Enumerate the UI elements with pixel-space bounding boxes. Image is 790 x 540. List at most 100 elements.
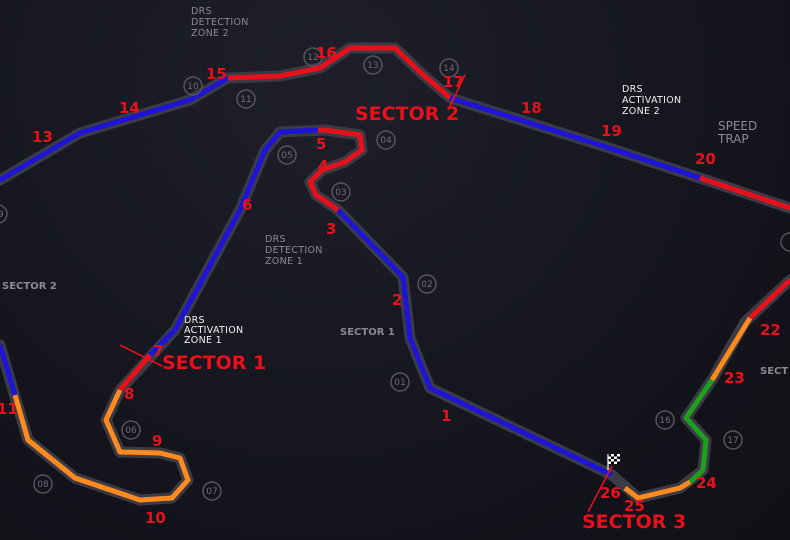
seg-t11-left xyxy=(0,344,18,396)
svg-text:14: 14 xyxy=(443,64,455,74)
track-main xyxy=(0,124,618,506)
turn-23: 23 xyxy=(724,369,745,387)
marker: 16 xyxy=(655,410,675,430)
sector-2-small-label: SECTOR 2 xyxy=(2,281,57,292)
turn-2: 2 xyxy=(392,291,402,309)
sector-1-label: SECTOR 1 xyxy=(162,352,266,374)
drs-activation-zone-2: DRS ACTIVATION ZONE 2 xyxy=(622,84,681,117)
marker: 13 xyxy=(363,55,383,75)
seg-t22-t23 xyxy=(709,316,753,382)
svg-text:ZONE 2: ZONE 2 xyxy=(622,106,660,117)
turn-13: 13 xyxy=(32,128,53,146)
seg-t1-t2 xyxy=(336,208,614,478)
marker: 05 xyxy=(277,145,297,165)
turn-19: 19 xyxy=(601,122,622,140)
seg-t22 xyxy=(748,278,790,320)
svg-text:02: 02 xyxy=(421,280,432,290)
svg-text:11: 11 xyxy=(240,95,251,105)
svg-text:DRS: DRS xyxy=(184,315,205,326)
turn-20: 20 xyxy=(695,150,716,168)
svg-text:16: 16 xyxy=(659,416,671,426)
svg-text:12: 12 xyxy=(307,53,318,63)
marker: 09 xyxy=(0,204,8,224)
svg-text:01: 01 xyxy=(394,378,405,388)
seg-t3-t5 xyxy=(307,127,365,213)
marker: 10 xyxy=(183,76,203,96)
svg-text:13: 13 xyxy=(367,61,378,71)
marker: 01 xyxy=(390,372,410,392)
sector-2-label: SECTOR 2 xyxy=(355,103,459,125)
turn-6: 6 xyxy=(242,196,252,214)
svg-text:TRAP: TRAP xyxy=(717,132,749,146)
sector-3-label: SECTOR 3 xyxy=(582,511,686,533)
svg-text:SPEED: SPEED xyxy=(718,119,757,133)
sector-1-small-label: SECTOR 1 xyxy=(340,327,395,338)
marker: 03 xyxy=(331,182,351,202)
turn-3: 3 xyxy=(326,220,336,238)
svg-text:09: 09 xyxy=(0,210,4,220)
svg-text:08: 08 xyxy=(37,480,49,490)
turn-numbers: 1 2 3 4 5 6 7 8 9 10 11 13 14 15 16 17 1… xyxy=(0,44,781,527)
svg-text:04: 04 xyxy=(380,136,392,146)
seg-t20-right xyxy=(699,175,790,211)
marker: 06 xyxy=(121,420,141,440)
turn-9: 9 xyxy=(152,432,162,450)
turn-10: 10 xyxy=(145,509,166,527)
marker: 12 xyxy=(303,47,323,67)
turn-24: 24 xyxy=(696,474,717,492)
seg-t15-t17 xyxy=(227,45,452,100)
marker: 02 xyxy=(417,274,437,294)
svg-text:DETECTION: DETECTION xyxy=(191,17,249,28)
seg-t23-t24 xyxy=(683,378,715,484)
svg-text:DETECTION: DETECTION xyxy=(265,245,323,256)
turn-5: 5 xyxy=(316,135,326,153)
svg-text:DRS: DRS xyxy=(622,84,643,95)
svg-text:07: 07 xyxy=(206,487,217,497)
track-markers: 01 02 03 04 05 06 07 08 09 10 11 12 13 1… xyxy=(0,47,790,501)
svg-text:06: 06 xyxy=(125,426,137,436)
turn-25: 25 xyxy=(624,497,645,515)
turn-26: 26 xyxy=(600,484,621,502)
svg-text:ACTIVATION: ACTIVATION xyxy=(184,325,243,336)
turn-17: 17 xyxy=(443,73,464,91)
turn-18: 18 xyxy=(521,99,542,117)
seg-t24-t26 xyxy=(623,479,692,501)
seg-t7-t8 xyxy=(118,353,152,392)
speed-segments xyxy=(0,45,790,503)
turn-22: 22 xyxy=(760,321,781,339)
seg-t5-t7 xyxy=(148,127,319,357)
marker xyxy=(780,232,790,252)
svg-text:ZONE 2: ZONE 2 xyxy=(191,28,229,39)
svg-text:ACTIVATION: ACTIVATION xyxy=(622,95,681,106)
svg-text:17: 17 xyxy=(727,436,738,446)
svg-text:03: 03 xyxy=(335,188,346,198)
drs-detection-zone-1: DRS DETECTION ZONE 1 xyxy=(265,234,323,267)
drs-activation-zone-1: DRS ACTIVATION ZONE 1 xyxy=(184,315,243,346)
turn-1: 1 xyxy=(441,407,451,425)
svg-text:10: 10 xyxy=(187,82,199,92)
speed-trap-label: SPEED TRAP xyxy=(717,119,757,146)
track-left-top xyxy=(0,42,790,214)
turn-16: 16 xyxy=(316,44,337,62)
sector2-line xyxy=(447,74,466,111)
marker: 08 xyxy=(33,474,53,494)
turn-15: 15 xyxy=(206,65,227,83)
marker: 11 xyxy=(236,89,256,109)
svg-text:05: 05 xyxy=(281,151,292,161)
marker: 07 xyxy=(202,481,222,501)
svg-text:DRS: DRS xyxy=(191,6,212,17)
turn-8: 8 xyxy=(124,385,134,403)
marker: 17 xyxy=(723,430,743,450)
turn-11: 11 xyxy=(0,400,18,418)
sector3-line xyxy=(587,465,613,513)
finish-flag-icon xyxy=(607,454,620,470)
marker: 04 xyxy=(376,130,396,150)
seg-t17-t20 xyxy=(449,95,701,181)
turn-4: 4 xyxy=(318,157,328,175)
seg-t8-t11 xyxy=(12,388,191,503)
drs-detection-zone-2: DRS DETECTION ZONE 2 xyxy=(191,6,249,39)
seg-left-t15 xyxy=(0,75,230,183)
marker: 14 xyxy=(439,58,459,78)
